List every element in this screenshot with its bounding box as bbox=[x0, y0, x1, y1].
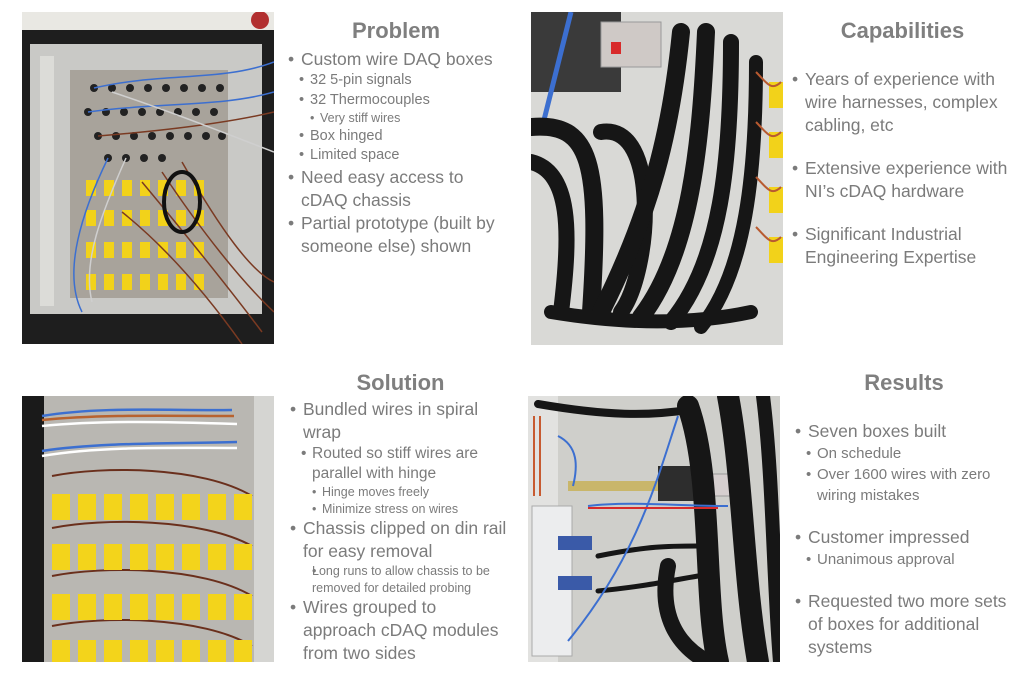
problem-section: Problem Custom wire DAQ boxes 32 5-pin s… bbox=[286, 18, 506, 258]
list-item: Requested two more sets of boxes for add… bbox=[793, 590, 1015, 659]
spiral-wrapped-harness-photo bbox=[531, 12, 783, 345]
results-list: Seven boxes built On schedule Over 1600 … bbox=[793, 420, 1015, 659]
finished-box-illustration bbox=[528, 396, 780, 662]
list-item: Limited space bbox=[286, 146, 506, 166]
list-item: Need easy access to cDAQ chassis bbox=[286, 166, 506, 212]
solution-title: Solution bbox=[356, 370, 445, 395]
solution-section: Solution Bundled wires in spiral wrap Ro… bbox=[288, 370, 513, 665]
finished-box-interior-photo bbox=[528, 396, 780, 662]
list-item: Years of experience with wire harnesses,… bbox=[790, 68, 1015, 137]
spiral-harness-illustration bbox=[531, 12, 783, 345]
results-title: Results bbox=[864, 370, 944, 395]
capabilities-list: Years of experience with wire harnesses,… bbox=[790, 68, 1015, 269]
list-item: Partial prototype (built by someone else… bbox=[286, 212, 506, 258]
list-item: Chassis clipped on din rail for easy rem… bbox=[288, 517, 513, 563]
list-item: Significant Industrial Engineering Exper… bbox=[790, 223, 1015, 269]
capabilities-title: Capabilities bbox=[840, 18, 965, 43]
list-item: Box hinged bbox=[286, 127, 506, 147]
list-item: Bundled wires in spiral wrap bbox=[288, 398, 513, 444]
problem-title: Problem bbox=[351, 18, 441, 43]
prototype-box-illustration bbox=[22, 12, 274, 344]
list-item: 32 5-pin signals bbox=[286, 71, 506, 91]
list-item: 32 Thermocouples bbox=[286, 91, 506, 111]
list-item: Over 1600 wires with zero wiring mistake… bbox=[793, 464, 1015, 506]
list-item: Long runs to allow chassis to be removed… bbox=[288, 563, 513, 596]
list-item: Hinge moves freely bbox=[288, 484, 513, 501]
list-item: Routed so stiff wires are parallel with … bbox=[288, 444, 513, 484]
thermocouple-panel-photo bbox=[22, 396, 274, 662]
list-item: Custom wire DAQ boxes bbox=[286, 48, 506, 71]
solution-list: Bundled wires in spiral wrap Routed so s… bbox=[288, 398, 513, 665]
problem-list: Custom wire DAQ boxes 32 5-pin signals 3… bbox=[286, 48, 506, 258]
list-item: Seven boxes built bbox=[793, 420, 1015, 443]
list-item: Wires grouped to approach cDAQ modules f… bbox=[288, 596, 513, 665]
list-item: Very stiff wires bbox=[286, 110, 506, 127]
prototype-daq-box-photo bbox=[22, 12, 274, 344]
thermocouple-panel-illustration bbox=[22, 396, 274, 662]
capabilities-section: Capabilities Years of experience with wi… bbox=[790, 18, 1015, 269]
list-item: Customer impressed bbox=[793, 526, 1015, 549]
list-item: Extensive experience with NI’s cDAQ hard… bbox=[790, 157, 1015, 203]
list-item: Unanimous approval bbox=[793, 549, 1015, 570]
list-item: On schedule bbox=[793, 443, 1015, 464]
results-section: Results Seven boxes built On schedule Ov… bbox=[793, 370, 1015, 659]
list-item: Minimize stress on wires bbox=[288, 501, 513, 518]
